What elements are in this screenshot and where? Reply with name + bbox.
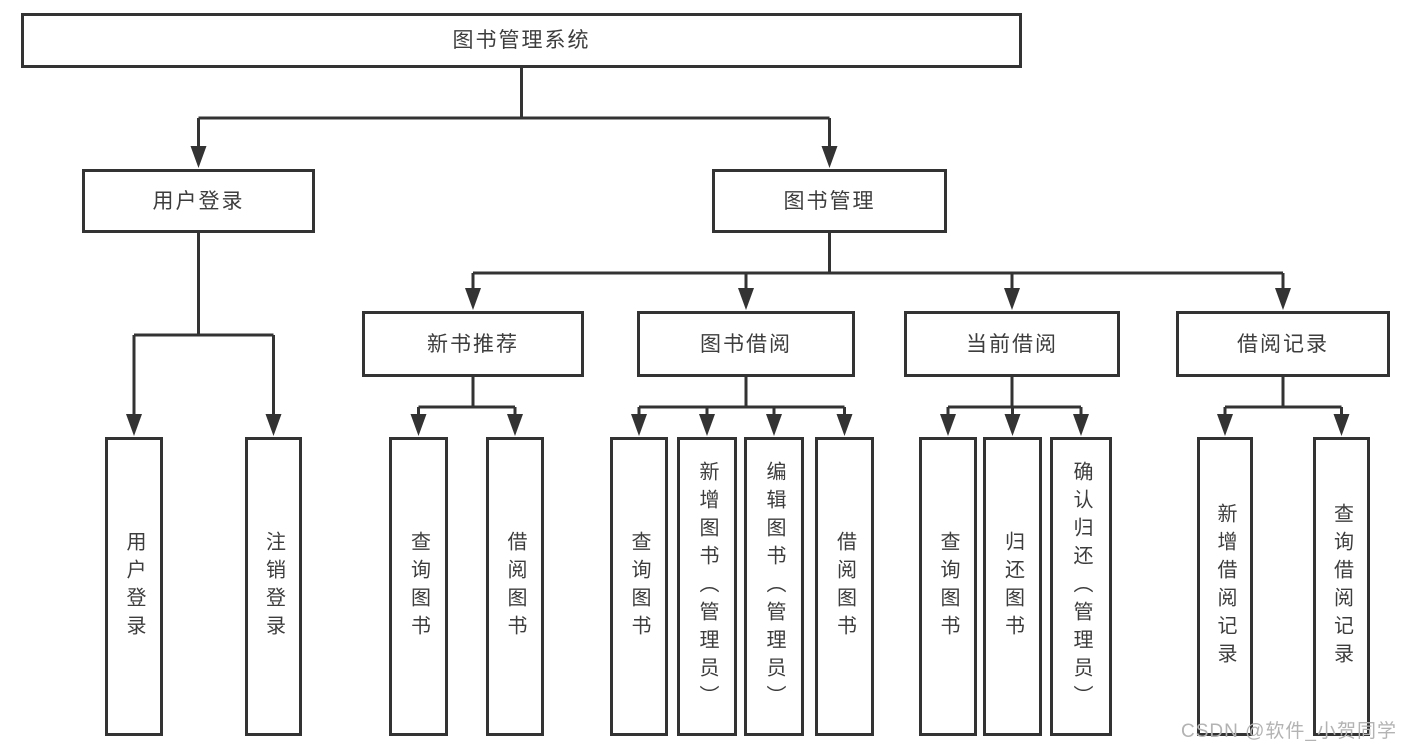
node-current-borrowing: 当前借阅	[904, 311, 1120, 377]
csdn-watermark: CSDN @软件_小贺同学	[1181, 721, 1397, 742]
node-user-login: 用户登录	[82, 169, 315, 233]
leaf-user-login: 用户登录	[105, 437, 163, 736]
node-library-management-system: 图书管理系统	[21, 13, 1022, 68]
leaf-current-query-books: 查询图书	[919, 437, 977, 736]
node-book-management: 图书管理	[712, 169, 947, 233]
leaf-borrowing-edit-books-admin: 编辑图书（管理员）	[744, 437, 804, 736]
leaf-logout: 注销登录	[245, 437, 302, 736]
leaf-records-add-borrow-record: 新增借阅记录	[1197, 437, 1253, 736]
leaf-borrowing-borrow-books: 借阅图书	[815, 437, 874, 736]
node-borrowing-records: 借阅记录	[1176, 311, 1390, 377]
leaf-records-query-borrow-record: 查询借阅记录	[1313, 437, 1370, 736]
leaf-recommend-query-books: 查询图书	[389, 437, 448, 736]
leaf-borrowing-add-books-admin: 新增图书（管理员）	[677, 437, 737, 736]
leaf-current-return-books: 归还图书	[983, 437, 1042, 736]
leaf-borrowing-query-books: 查询图书	[610, 437, 668, 736]
node-new-book-recommendation: 新书推荐	[362, 311, 584, 377]
leaf-current-confirm-return-admin: 确认归还（管理员）	[1050, 437, 1112, 736]
leaf-recommend-borrow-books: 借阅图书	[486, 437, 544, 736]
node-book-borrowing: 图书借阅	[637, 311, 855, 377]
